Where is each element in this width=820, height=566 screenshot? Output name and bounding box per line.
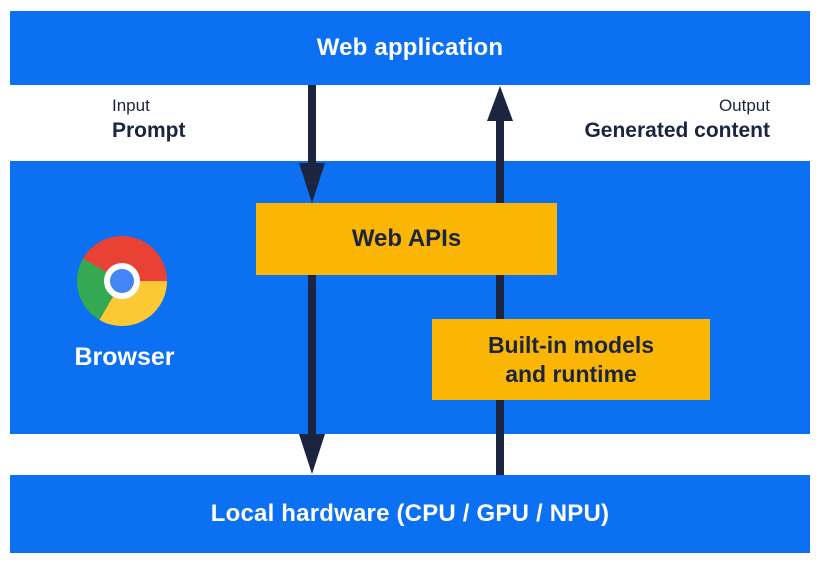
output-value-generated-content: Generated content bbox=[584, 119, 770, 142]
output-label-group: Output Generated content bbox=[584, 95, 770, 144]
output-title: Output bbox=[718, 96, 770, 115]
web-apis-box: Web APIs bbox=[256, 203, 557, 275]
input-title: Input bbox=[112, 96, 150, 115]
arrow-down-icon bbox=[299, 434, 325, 474]
web-apis-label: Web APIs bbox=[351, 225, 462, 252]
web-application-bar: Web application bbox=[10, 11, 810, 85]
chrome-browser-icon bbox=[77, 236, 167, 326]
built-in-models-label-line2: and runtime bbox=[505, 360, 637, 387]
input-arrow-line-upper bbox=[308, 85, 316, 165]
built-in-models-box: Built-in models and runtime bbox=[432, 319, 710, 400]
arrow-up-icon bbox=[487, 86, 513, 121]
input-arrow-line-lower bbox=[308, 275, 316, 435]
web-application-label: Web application bbox=[316, 34, 504, 61]
chrome-icon-center bbox=[104, 263, 140, 299]
input-label-group: Input Prompt bbox=[112, 95, 186, 144]
browser-label: Browser bbox=[74, 343, 175, 371]
local-hardware-label: Local hardware (CPU / GPU / NPU) bbox=[210, 500, 610, 527]
input-value-prompt: Prompt bbox=[112, 119, 186, 142]
output-arrow-line bbox=[496, 119, 504, 475]
local-hardware-bar: Local hardware (CPU / GPU / NPU) bbox=[10, 475, 810, 553]
built-in-models-label-line1: Built-in models bbox=[487, 331, 655, 358]
arrow-down-icon bbox=[299, 163, 325, 203]
